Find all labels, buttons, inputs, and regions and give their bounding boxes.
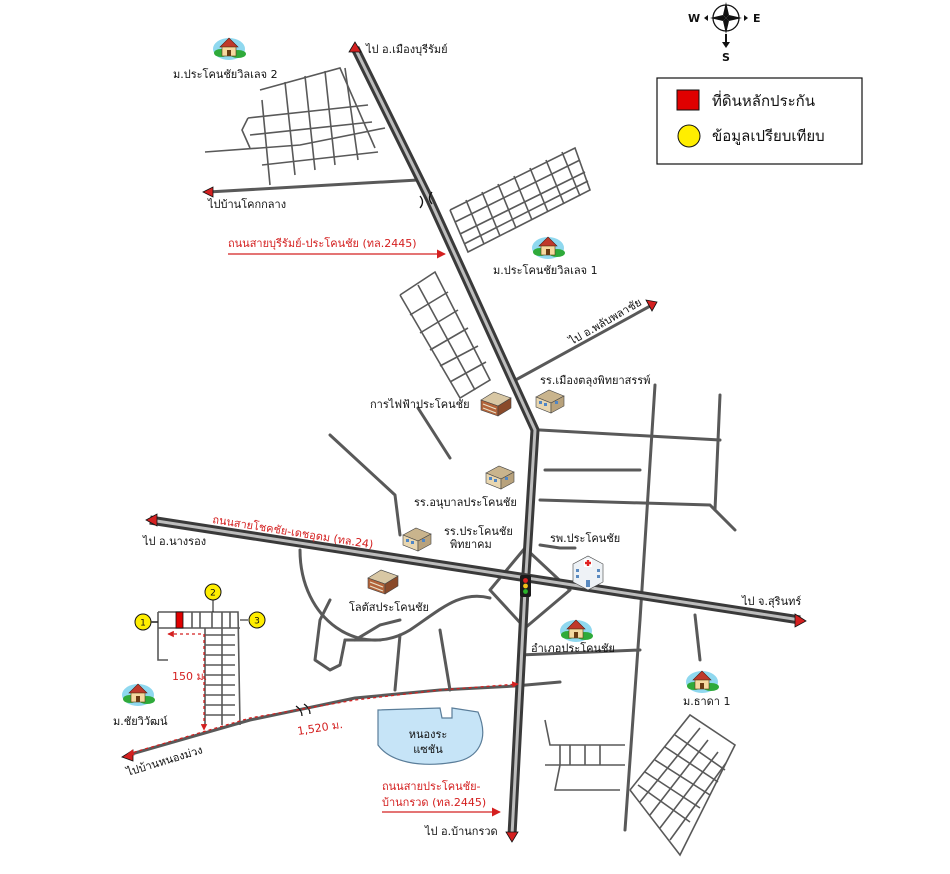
village-1-label: ม.ประโคนชัยวิลเลจ 1	[493, 263, 598, 277]
subdivision-thada-grid	[629, 713, 737, 857]
dest-ban-kruat-label: ไป อ.บ้านกรวด	[424, 825, 498, 838]
lake-label-1: หนองระ	[409, 728, 448, 741]
chai-wiwat-house-icon	[121, 683, 156, 707]
legend-collateral-swatch	[676, 89, 700, 111]
dest-surin-label: ไป จ.สุรินทร์	[741, 595, 801, 608]
legend-comparison-swatch	[677, 124, 701, 148]
svg-text:2: 2	[210, 589, 216, 599]
compass-rose: W E S	[688, 2, 761, 64]
compass-west: W	[688, 12, 700, 25]
comparison-point-2: 2	[204, 583, 222, 601]
school-prakhon-label-2: พิทยาคม	[450, 538, 492, 551]
road-2445-north-label: ถนนสายบุรีรัมย์-ประโคนชัย (ทล.2445)	[228, 236, 417, 250]
electricity-label: การไฟฟ้าประโคนชัย	[370, 397, 470, 411]
village-1-house-icon	[531, 236, 566, 260]
school-prakhon-label-1: รร.ประโคนชัย	[444, 524, 513, 538]
road-2445-south-label-2: บ้านกรวด (ทล.2445)	[382, 796, 486, 809]
legend: ที่ดินหลักประกัน ข้อมูลเปรียบเทียบ	[656, 77, 863, 165]
village-2-house-icon	[212, 37, 247, 61]
district-office-label: อำเภอประโคนชัย	[531, 641, 615, 655]
thada-label: ม.ธาดา 1	[683, 695, 730, 708]
school-mueang-icon	[535, 389, 565, 414]
lake-label-2: แซชัน	[413, 743, 443, 756]
school-mueang-label: รร.เมืองตลุงพิทยาสรรพ์	[540, 374, 650, 387]
hospital-label: รพ.ประโคนชัย	[550, 531, 620, 545]
destination-arrows	[121, 41, 807, 843]
lotus-building-icon	[367, 569, 399, 595]
district-office-house-icon	[559, 619, 594, 643]
dest-buriram-label: ไป อ.เมืองบุรีรัมย์	[365, 43, 448, 56]
electricity-building-icon	[480, 391, 512, 417]
village-2-label: ม.ประโคนชัยวิลเลจ 2	[173, 67, 278, 81]
dest-ban-nong-muang-label: ไปบ้านหนองม่วง	[124, 743, 204, 779]
comparison-points: 1 2 3	[134, 583, 266, 631]
compass-south: S	[722, 51, 730, 64]
place-icons	[121, 37, 720, 707]
school-prakhon-icon	[402, 527, 432, 552]
collateral-land-marker	[175, 611, 184, 629]
traffic-light-icon	[520, 575, 531, 597]
kindergarten-label: รร.อนุบาลประโคนชัย	[414, 495, 517, 509]
svg-text:1: 1	[140, 619, 146, 629]
dest-phlapphla-chai-label: ไป อ.พลับพลาชัย	[566, 296, 644, 348]
lotus-label: โลตัสประโคนชัย	[349, 600, 429, 614]
dest-ban-khok-klang-label: ไปบ้านโคกกลาง	[207, 197, 286, 211]
distance-road-label: 1,520 ม.	[296, 718, 343, 738]
legend-comparison-label: ข้อมูลเปรียบเทียบ	[712, 127, 825, 145]
kindergarten-icon	[485, 465, 515, 490]
legend-collateral-label: ที่ดินหลักประกัน	[712, 90, 815, 110]
highways	[149, 46, 801, 836]
chai-wiwat-label: ม.ชัยวิวัฒน์	[113, 715, 168, 728]
compass-east: E	[753, 12, 761, 25]
hospital-icon	[572, 555, 604, 591]
lake: หนองระ แซชัน	[377, 707, 484, 765]
subdivision-electricity-grid	[399, 270, 492, 400]
thada-house-icon	[685, 670, 720, 694]
minor-roads	[298, 383, 737, 832]
road-2445-south-label-1: ถนนสายประโคนชัย-	[382, 779, 481, 793]
dest-nang-rong-label: ไป อ.นางรอง	[142, 535, 206, 548]
subdivision-collateral-grid	[145, 611, 241, 726]
comparison-point-3: 3	[248, 611, 266, 629]
distance-vertical-label: 150 ม.	[172, 670, 207, 683]
subdivision-village-1-grid	[449, 146, 591, 254]
place-labels: ม.ประโคนชัยวิลเลจ 2 ม.ประโคนชัยวิลเลจ 1 …	[113, 67, 730, 728]
svg-text:3: 3	[254, 617, 260, 627]
comparison-point-1: 1	[134, 613, 152, 631]
subdivision-village-2-grid	[204, 67, 386, 186]
